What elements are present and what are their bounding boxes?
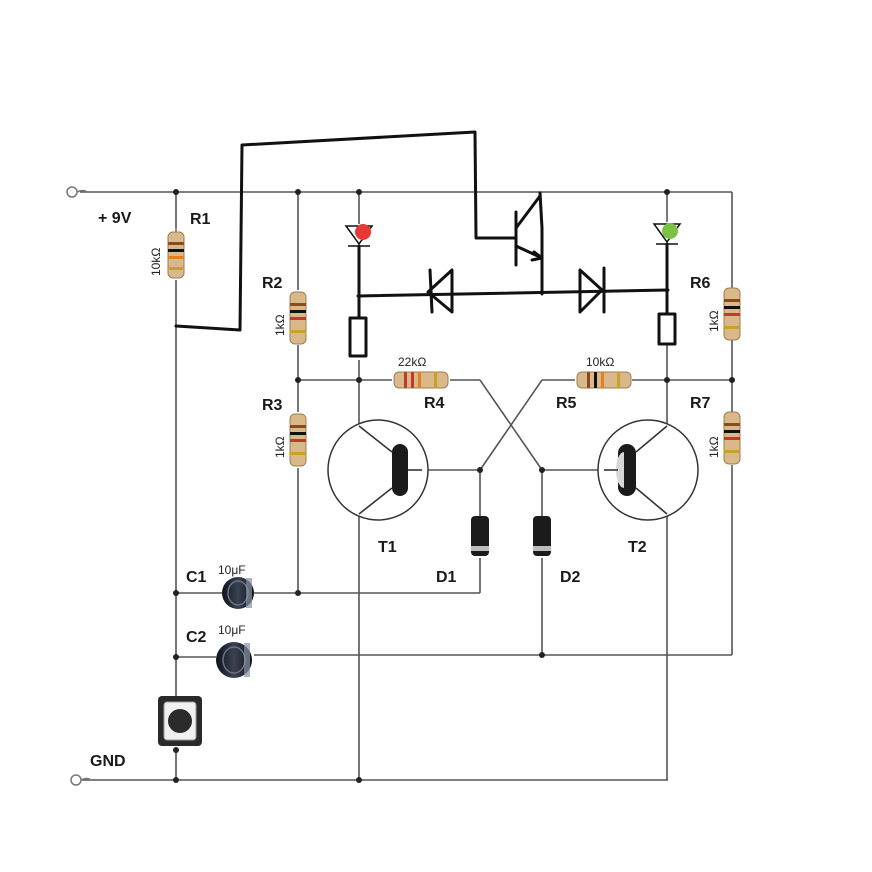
labels: + 9V GND R1 10kΩ R2 1kΩ R3 1kΩ 22kΩ R4 1… bbox=[90, 210, 721, 770]
resistor-icon bbox=[289, 291, 307, 345]
r1-label: R1 bbox=[190, 211, 211, 228]
push-button-icon bbox=[158, 696, 202, 746]
r3-value: 1kΩ bbox=[273, 436, 287, 458]
r4-value: 22kΩ bbox=[398, 355, 426, 369]
r5-label: R5 bbox=[556, 395, 577, 412]
electrolytic-capacitor-icon bbox=[222, 577, 254, 609]
supply-label: + 9V bbox=[98, 210, 132, 227]
led-icon bbox=[344, 224, 374, 247]
r7-value: 1kΩ bbox=[707, 436, 721, 458]
electrolytic-capacitor-icon bbox=[216, 642, 252, 678]
supply-terminal-icon bbox=[66, 186, 88, 198]
resistor-icon bbox=[393, 371, 449, 389]
c1-value: 10μF bbox=[218, 563, 246, 577]
d2-label: D2 bbox=[560, 569, 581, 586]
t1-label: T1 bbox=[378, 539, 397, 556]
r1-value: 10kΩ bbox=[149, 248, 163, 276]
hand-drawn-transistor-icon bbox=[514, 194, 544, 267]
c2-label: C2 bbox=[186, 629, 207, 646]
led-icon bbox=[652, 223, 682, 245]
hand-drawn-resistor-icon bbox=[657, 242, 677, 346]
npn-transistor-icon bbox=[327, 419, 429, 521]
hand-drawn-wire bbox=[174, 130, 544, 332]
r6-value: 1kΩ bbox=[707, 310, 721, 332]
wires bbox=[80, 191, 733, 781]
resistor-icon bbox=[723, 411, 741, 465]
c2-value: 10μF bbox=[218, 623, 246, 637]
t2-label: T2 bbox=[628, 539, 647, 556]
diode-icon bbox=[471, 516, 489, 556]
resistor-icon bbox=[167, 228, 185, 279]
r4-label: R4 bbox=[424, 395, 445, 412]
c1-label: C1 bbox=[186, 569, 207, 586]
d1-label: D1 bbox=[436, 569, 457, 586]
ground-terminal-icon bbox=[70, 774, 92, 786]
r5-value: 10kΩ bbox=[586, 355, 614, 369]
ground-label: GND bbox=[90, 753, 126, 770]
r3-label: R3 bbox=[262, 397, 283, 414]
r7-label: R7 bbox=[690, 395, 711, 412]
hand-drawn-diode-row bbox=[356, 266, 670, 314]
diode-icon bbox=[533, 516, 551, 556]
npn-transistor-icon bbox=[597, 419, 699, 521]
r2-value: 1kΩ bbox=[273, 314, 287, 336]
r2-label: R2 bbox=[262, 275, 283, 292]
resistor-icon bbox=[576, 371, 632, 389]
resistor-icon bbox=[289, 413, 307, 467]
hand-drawn-resistor-icon bbox=[348, 244, 368, 358]
r6-label: R6 bbox=[690, 275, 711, 292]
resistor-icon bbox=[723, 287, 741, 341]
